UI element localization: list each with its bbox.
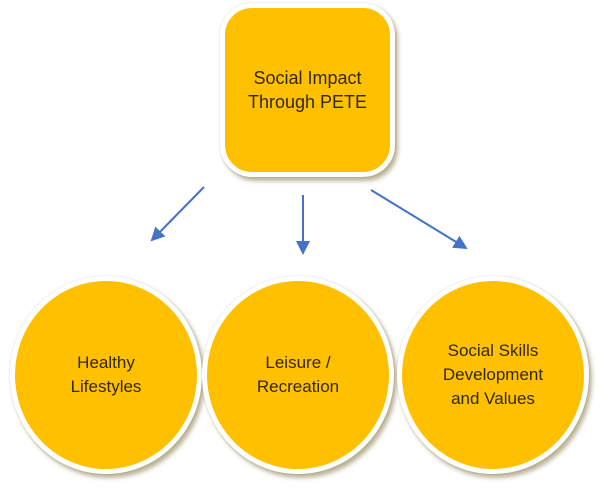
child-node-leisure-recreation: Leisure / Recreation xyxy=(202,276,394,474)
child-node-social-skills: Social Skills Development and Values xyxy=(397,276,589,474)
arrow-root-to-right xyxy=(370,189,468,250)
child-node-label: Social Skills Development and Values xyxy=(442,341,544,408)
child-node-label: Leisure / Recreation xyxy=(256,353,340,396)
child-node-healthy-lifestyles: Healthy Lifestyles xyxy=(10,276,202,474)
arrow-root-to-left xyxy=(150,186,205,242)
root-node-social-impact: Social Impact Through PETE xyxy=(220,3,395,177)
root-node-label: Social Impact Through PETE xyxy=(247,67,368,112)
child-node-label: Healthy Lifestyles xyxy=(70,353,142,396)
